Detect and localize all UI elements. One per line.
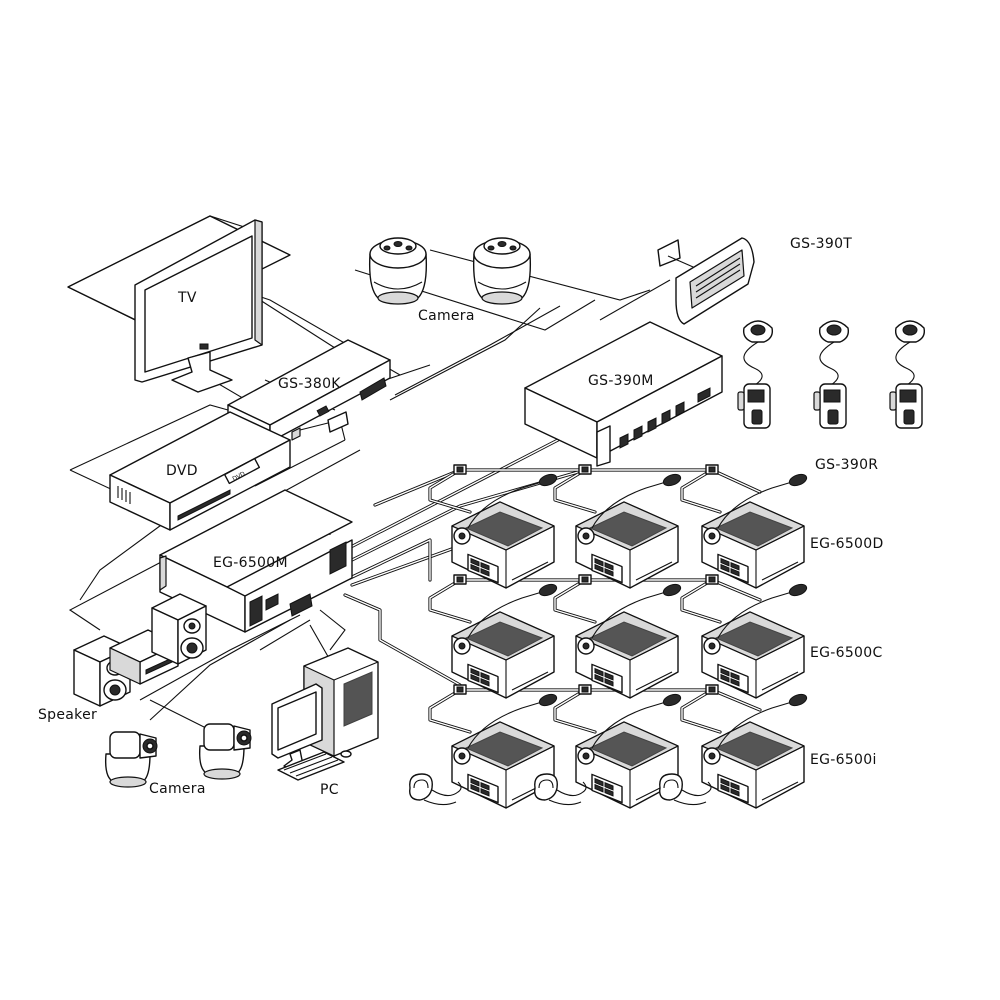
eg-6500c-unit-2 [575,581,683,699]
eg-6500m-main-unit: EG-6500M [159,489,353,633]
tv-label: TV [177,290,197,306]
gs-390r-receiver-3 [889,320,926,429]
pc [271,647,379,781]
pc-label: PC [320,782,339,798]
gs-390m-label: GS-390M [588,373,654,389]
eg-6500d-unit-1 [451,471,559,589]
eg-6500c-label: EG-6500C [810,645,883,661]
gs-380k-unit: GS-380K [227,339,391,443]
speaker-label: Speaker [38,707,97,723]
ptz-camera-right [198,723,252,780]
gs-390m-unit: GS-390M [524,321,723,467]
gs-390r-label: GS-390R [815,457,878,473]
ptz-camera-left [104,731,158,788]
dvd-player: DVD DVD [109,411,291,531]
speaker-right [151,593,207,665]
eg-6500d-label: EG-6500D [810,536,884,552]
gs-390t-transmitter [657,237,755,325]
camera-top-label: Camera [418,308,475,324]
camera-bottom-label: Camera [149,781,206,797]
gs-380k-label: GS-380K [278,376,341,392]
dome-camera-left [368,237,428,305]
eg-6500c-unit-1 [451,581,559,699]
gs-390r-receiver-1 [737,320,774,429]
dvd-label: DVD [166,463,198,479]
eg-6500m-label: EG-6500M [213,555,288,571]
eg-6500d-unit-2 [575,471,683,589]
gs-390r-receiver-2 [813,320,850,429]
gs-390t-label: GS-390T [790,236,852,252]
dome-camera-right [472,237,532,305]
eg-6500i-label: EG-6500i [810,752,877,768]
tv: TV [67,215,291,393]
